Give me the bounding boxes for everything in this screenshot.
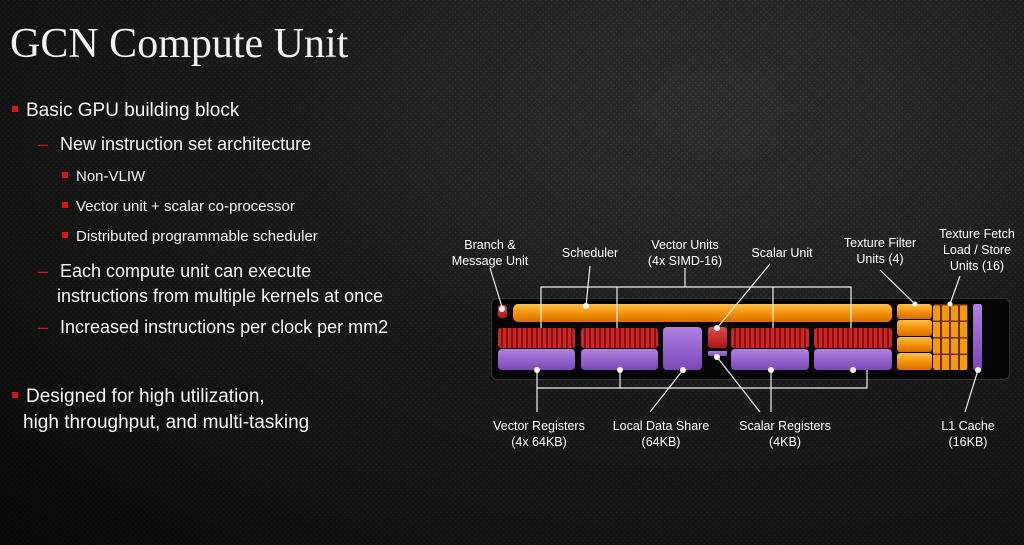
- texture-filter-block: [897, 304, 932, 319]
- label-scalar-registers: Scalar Registers(4KB): [739, 419, 831, 449]
- label-lds: Local Data Share(64KB): [612, 419, 710, 449]
- label-scheduler: Scheduler: [561, 246, 619, 260]
- label-branch-unit: Branch &Message Unit: [451, 238, 529, 268]
- vector-register-block: [814, 349, 892, 370]
- bullet-text: high throughput, and multi-tasking: [23, 412, 310, 433]
- texture-filter-block: [897, 337, 932, 352]
- scheduler-block: [513, 304, 892, 322]
- bullet-2: Designed for high utilization, high throu…: [12, 384, 309, 436]
- label-vector-units: Vector Units(4x SIMD-16): [647, 238, 723, 268]
- bullet-text: Each compute unit can execute: [60, 261, 312, 281]
- bullet-square-icon: [62, 202, 68, 209]
- simd-block: [814, 328, 892, 348]
- vector-register-block: [581, 349, 658, 370]
- bullet-1: Basic GPU building block: [12, 100, 239, 122]
- l1-cache-block: [973, 304, 982, 370]
- bullet-text: Distributed programmable scheduler: [76, 228, 318, 245]
- bullet-text: instructions from multiple kernels at on…: [57, 286, 384, 306]
- bullet-square-icon: [12, 391, 18, 398]
- lds-block: [663, 327, 702, 370]
- label-scalar-unit: Scalar Unit: [751, 246, 813, 260]
- simd-block: [581, 328, 658, 348]
- bullet-text: Increased instructions per clock per mm2: [60, 317, 389, 337]
- dash-icon: –: [38, 261, 49, 281]
- bullet-1-3: –Increased instructions per clock per mm…: [38, 317, 388, 338]
- bullet-1-2: –Each compute unit can execute instructio…: [38, 259, 383, 309]
- texture-filter-block: [897, 320, 932, 336]
- dash-icon: –: [38, 134, 49, 154]
- simd-block: [731, 328, 809, 348]
- vector-register-block: [731, 349, 809, 370]
- bullet-1-1-1: Non-VLIW: [62, 168, 145, 185]
- bullet-square-icon: [62, 172, 68, 179]
- label-vector-registers: Vector Registers(4x 64KB): [493, 419, 585, 449]
- bullet-text: Vector unit + scalar co-processor: [76, 198, 295, 215]
- scalar-register-block: [708, 351, 727, 356]
- bullet-1-1-2: Vector unit + scalar co-processor: [62, 198, 295, 215]
- simd-block: [498, 328, 575, 348]
- vector-register-block: [498, 349, 575, 370]
- texture-filter-block: [897, 353, 932, 370]
- dash-icon: –: [38, 317, 49, 337]
- bullet-text: New instruction set architecture: [60, 134, 312, 154]
- slide-title: GCN Compute Unit: [10, 21, 349, 67]
- bullet-square-icon: [12, 105, 18, 112]
- bullet-square-icon: [62, 232, 68, 239]
- label-l1-cache: L1 Cache(16KB): [941, 419, 995, 449]
- bullet-text: Designed for high utilization,: [26, 386, 265, 407]
- texture-fetch-grid: [933, 304, 968, 370]
- bullet-1-1: –New instruction set architecture: [38, 134, 311, 155]
- bullet-1-1-3: Distributed programmable scheduler: [62, 228, 318, 245]
- bullet-text: Basic GPU building block: [26, 100, 240, 121]
- scalar-unit-block: [708, 327, 727, 348]
- bullet-text: Non-VLIW: [76, 168, 146, 185]
